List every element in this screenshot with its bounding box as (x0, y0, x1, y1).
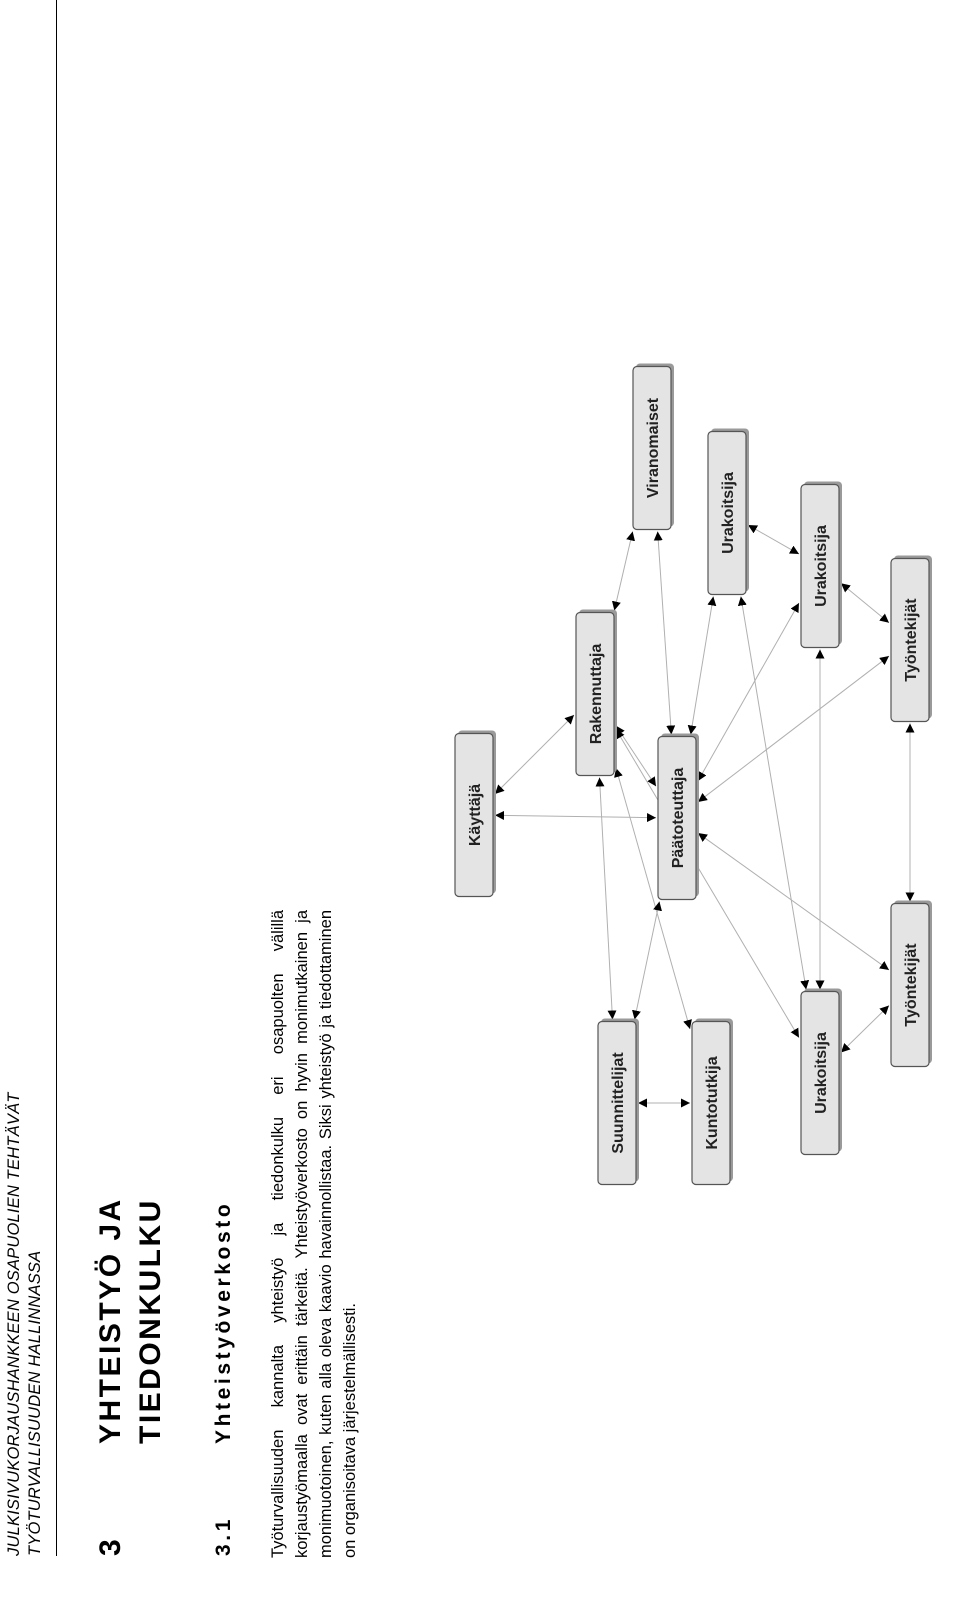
edge-rakennuttaja-viranomaiset (611, 531, 636, 611)
node-box (632, 365, 672, 531)
node-box (800, 990, 840, 1156)
node-label: Työntekijät (903, 943, 920, 1027)
node-kuntotutkija: Kuntotutkija (691, 1018, 733, 1186)
edge-rakennuttaja-paatoteuttaja (615, 725, 657, 787)
node-box (597, 1020, 637, 1186)
edge-paatoteuttaja-tyontekijat_b (697, 832, 890, 971)
node-label: Rakennuttaja (588, 644, 605, 745)
edge-rakennuttaja-urakoitsija_c (615, 729, 800, 1038)
node-box (800, 483, 840, 649)
node-box (657, 735, 697, 901)
node-urakoitsija_a: Urakoitsija (707, 428, 749, 596)
node-box (890, 902, 930, 1068)
node-paatoteuttaja: Päätoteuttaja (657, 733, 699, 901)
node-label: Päätoteuttaja (670, 768, 687, 869)
node-tyontekijat_b: Työntekijät (890, 900, 932, 1068)
node-rakennuttaja: Rakennuttaja (575, 609, 617, 777)
node-box (454, 732, 494, 898)
edge-paatoteuttaja-suunnittelijat (632, 901, 662, 1020)
node-kayttaja: Käyttäjä (454, 730, 496, 898)
edge-paatoteuttaja-tyontekijat_a (697, 655, 890, 803)
node-layer: Käyttäjä Rakennuttaja ViranomaisetPäätoteu… (454, 363, 932, 1186)
edge-urakoitsija_a-urakoitsija_c (737, 596, 810, 990)
node-urakoitsija_b: Urakoitsija (800, 481, 842, 649)
edge-paatoteuttaja-urakoitsija_a (687, 596, 717, 735)
node-label: Urakoitsija (720, 472, 737, 554)
edge-viranomaiset-paatoteuttaja (653, 531, 676, 735)
node-tyontekijat_a: Työntekijät (890, 555, 932, 723)
node-label: Kuntotutkija (704, 1056, 721, 1149)
node-box (707, 430, 747, 596)
node-label: Työntekijät (903, 598, 920, 682)
node-label: Viranomaiset (645, 397, 662, 498)
edge-paatoteuttaja-urakoitsija_b (697, 602, 800, 782)
node-urakoitsija_c: Urakoitsija (800, 988, 842, 1156)
edge-layer (494, 524, 915, 1108)
edge-rakennuttaja-suunnittelijat (595, 777, 617, 1020)
node-label: Käyttäjä (467, 784, 484, 846)
node-box (575, 611, 615, 777)
edge-urakoitsija_c-tyontekijat_b (840, 1005, 890, 1053)
edge-kayttaja-rakennuttaja (494, 714, 575, 795)
node-box (890, 557, 930, 723)
node-label: Suunnittelijat (610, 1052, 627, 1154)
edge-urakoitsija_a-urakoitsija_b (747, 524, 800, 555)
node-label: Urakoitsija (813, 525, 830, 607)
edge-urakoitsija_b-tyontekijat_a (840, 582, 890, 624)
node-box (691, 1020, 731, 1186)
node-viranomaiset: Viranomaiset (632, 363, 674, 531)
edge-kayttaja-paatoteuttaja (494, 810, 657, 823)
node-suunnittelijat: Suunnittelijat (597, 1018, 639, 1186)
node-label: Urakoitsija (813, 1032, 830, 1114)
